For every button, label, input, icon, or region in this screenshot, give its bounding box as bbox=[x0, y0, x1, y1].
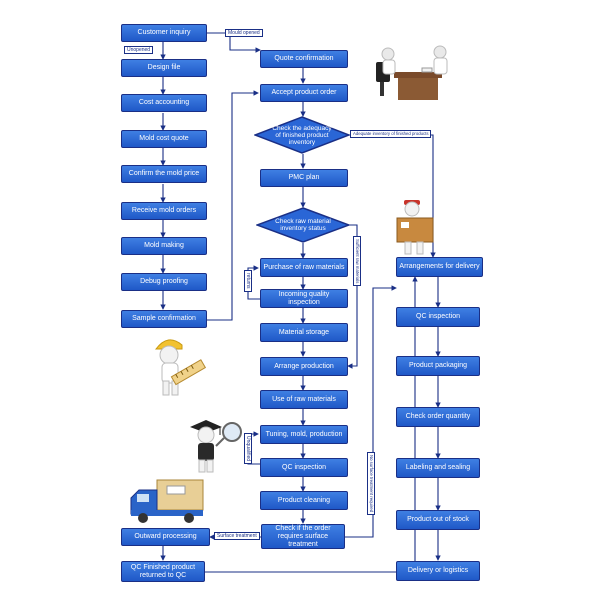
design-file-label: Design file bbox=[147, 64, 181, 71]
delivery-truck-illustration bbox=[130, 479, 204, 523]
sample-confirmation-box[interactable]: Sample confirmation bbox=[121, 310, 207, 328]
adequate-inventory-tag: Adequate inventory of finished products bbox=[350, 130, 432, 138]
mold-cost-quote-label: Mold cost quote bbox=[139, 135, 189, 142]
arrange-production-label: Arrange production bbox=[274, 362, 334, 370]
purchase-raw-materials-label: Purchase of raw materials bbox=[263, 263, 345, 271]
product-cleaning-label: Product cleaning bbox=[277, 496, 331, 504]
tuning-mold-production-box[interactable]: Tuning, mold, production bbox=[260, 425, 348, 444]
debug-proofing-label: Debug proofing bbox=[140, 278, 188, 285]
labeling-and-sealing-box[interactable]: Labeling and sealing bbox=[396, 458, 480, 478]
mold-cost-quote-box[interactable]: Mold cost quote bbox=[121, 130, 207, 148]
surface-treatment-tag: Surface treatment bbox=[214, 532, 260, 540]
product-out-of-stock-box[interactable]: Product out of stock bbox=[396, 510, 480, 530]
no-surface-treatment-tag: No surface treatment required bbox=[367, 452, 375, 516]
diamond-shape bbox=[254, 116, 350, 154]
quote-confirmation-label: Quote confirmation bbox=[274, 55, 334, 62]
customer-inquiry-box[interactable]: Customer inquiry bbox=[121, 24, 207, 42]
engineer-with-ruler-illustration bbox=[154, 339, 207, 396]
mold-making-label: Mold making bbox=[144, 242, 184, 249]
business-meeting-illustration bbox=[376, 45, 448, 100]
incoming-quality-inspection-label: Incoming quality inspection bbox=[278, 290, 330, 306]
material-storage-label: Material storage bbox=[278, 328, 330, 336]
sample-confirmation-label: Sample confirmation bbox=[132, 315, 196, 322]
outward-processing-label: Outward processing bbox=[134, 533, 197, 540]
delivery-person-with-box-illustration bbox=[396, 200, 434, 255]
product-packaging-label: Product packaging bbox=[409, 362, 467, 369]
check-raw-inventory-diamond[interactable]: Check raw material inventory status bbox=[256, 207, 350, 243]
use-raw-materials-label: Use of raw materials bbox=[272, 395, 336, 403]
pmc-plan-box[interactable]: PMC plan bbox=[260, 169, 348, 187]
incoming-quality-inspection-box[interactable]: Incoming quality inspection bbox=[260, 289, 348, 308]
qc-finished-product-label: QC Finished product returned to QC bbox=[130, 563, 196, 579]
cost-accounting-box[interactable]: Cost accounting bbox=[121, 94, 207, 112]
use-raw-materials-box[interactable]: Use of raw materials bbox=[260, 390, 348, 409]
qc-finished-product-box[interactable]: QC Finished product returned to QC bbox=[121, 561, 205, 582]
receive-mold-orders-label: Receive mold orders bbox=[131, 207, 197, 214]
unopened-tag: Unopened bbox=[124, 46, 154, 54]
purchase-raw-materials-box[interactable]: Purchase of raw materials bbox=[260, 258, 348, 277]
returns-tag: returns bbox=[244, 270, 252, 292]
mold-making-box[interactable]: Mold making bbox=[121, 237, 207, 255]
check-order-quantity-box[interactable]: Check order quantity bbox=[396, 407, 480, 427]
arrangements-for-delivery-box[interactable]: Arrangements for delivery bbox=[396, 257, 483, 277]
accept-product-order-label: Accept product order bbox=[271, 89, 337, 96]
labeling-and-sealing-label: Labeling and sealing bbox=[405, 464, 471, 471]
product-out-of-stock-label: Product out of stock bbox=[407, 516, 469, 523]
delivery-or-logistics-box[interactable]: Delivery or logistics bbox=[396, 561, 480, 581]
customer-inquiry-label: Customer inquiry bbox=[137, 29, 191, 36]
debug-proofing-box[interactable]: Debug proofing bbox=[121, 273, 207, 291]
sufficient-raw-materials-tag: Sufficient raw materials bbox=[353, 236, 361, 287]
quote-confirmation-box[interactable]: Quote confirmation bbox=[260, 50, 348, 68]
arrangements-for-delivery-label: Arrangements for delivery bbox=[399, 263, 480, 270]
tuning-mold-production-label: Tuning, mold, production bbox=[265, 430, 343, 438]
check-finished-inventory-diamond[interactable]: Check the adequacy of finished product i… bbox=[254, 116, 350, 154]
product-cleaning-box[interactable]: Product cleaning bbox=[260, 491, 348, 510]
check-surface-treatment-label: Check if the order requires surface trea… bbox=[275, 524, 331, 548]
qc-inspection-center-box[interactable]: QC inspection bbox=[260, 458, 348, 477]
outward-processing-box[interactable]: Outward processing bbox=[121, 528, 210, 546]
product-packaging-box[interactable]: Product packaging bbox=[396, 356, 480, 376]
delivery-or-logistics-label: Delivery or logistics bbox=[407, 567, 469, 574]
design-file-box[interactable]: Design file bbox=[121, 59, 207, 77]
diamond-shape bbox=[256, 207, 350, 243]
check-surface-treatment-box[interactable]: Check if the order requires surface trea… bbox=[261, 524, 345, 549]
cost-accounting-label: Cost accounting bbox=[138, 99, 190, 106]
qc-inspection-right-box[interactable]: QC inspection bbox=[396, 307, 480, 327]
check-order-quantity-label: Check order quantity bbox=[405, 413, 471, 420]
graduate-with-magnifier-illustration bbox=[190, 420, 242, 473]
check-finished-inventory-label: Check the adequacy of finished product i… bbox=[272, 124, 332, 146]
receive-mold-orders-box[interactable]: Receive mold orders bbox=[121, 202, 207, 220]
confirm-mold-price-label: Confirm the mold price bbox=[128, 170, 200, 177]
qc-inspection-center-label: QC inspection bbox=[282, 463, 326, 471]
check-raw-inventory-label: Check raw material inventory status bbox=[275, 218, 331, 232]
accept-product-order-box[interactable]: Accept product order bbox=[260, 84, 348, 102]
mould-opened-tag: Mould opened bbox=[225, 29, 263, 37]
unqualified-tag: Unqualified bbox=[244, 433, 252, 465]
qc-inspection-right-label: QC inspection bbox=[416, 313, 460, 320]
pmc-plan-label: PMC plan bbox=[288, 174, 320, 181]
arrange-production-box[interactable]: Arrange production bbox=[260, 357, 348, 376]
confirm-mold-price-box[interactable]: Confirm the mold price bbox=[121, 165, 207, 183]
material-storage-box[interactable]: Material storage bbox=[260, 323, 348, 342]
